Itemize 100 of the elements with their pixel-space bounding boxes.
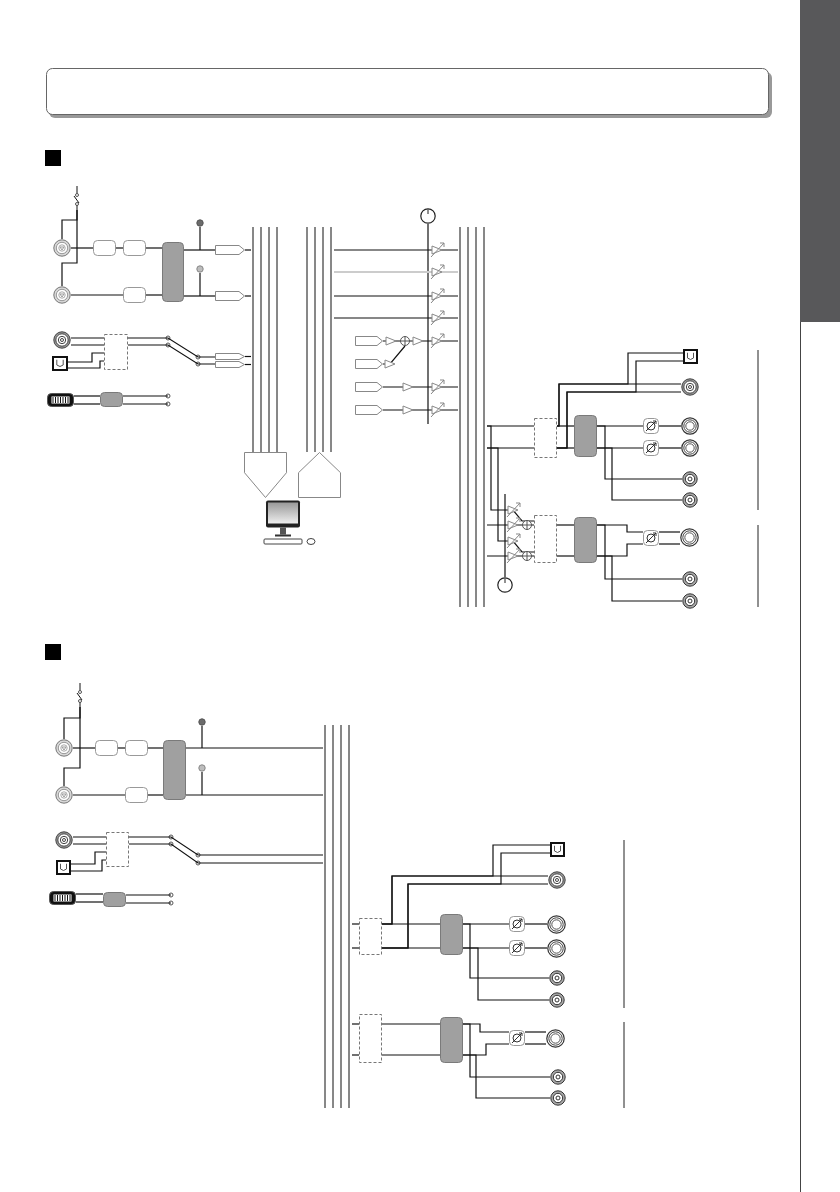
signal-line: [658, 531, 681, 533]
signal-line: [127, 344, 216, 365]
signal-line: [122, 403, 169, 405]
rca-jack: [682, 571, 698, 587]
signal-line: [147, 794, 164, 796]
optical-jack: [52, 356, 68, 371]
processing-block: [163, 740, 186, 800]
rca-jack: [549, 970, 565, 986]
signal-line: [462, 1054, 551, 1099]
signal-line: [244, 295, 252, 297]
processing-block: [440, 1017, 463, 1063]
selector-switch: [106, 832, 129, 867]
xlr-jack: [53, 286, 71, 304]
computer-drawing: [262, 500, 318, 546]
signal-line: [596, 555, 683, 602]
processing-block: [100, 392, 123, 407]
signal-line: [524, 947, 548, 949]
indicator-led: [198, 764, 206, 772]
selector-switch: [104, 334, 128, 370]
signal-line: [115, 247, 124, 249]
process-box: [125, 740, 148, 756]
signal-line: [382, 345, 406, 369]
signal-line: [128, 836, 324, 856]
signal-line: [333, 245, 459, 255]
signal-line: [122, 395, 169, 397]
selector-switch: [359, 1014, 382, 1063]
signal-line: [556, 555, 575, 557]
rca-jack: [550, 1090, 566, 1106]
signal-line: [67, 352, 105, 363]
volume-control: [509, 1030, 525, 1046]
coaxial-jack: [53, 331, 71, 349]
signal-line: [504, 493, 506, 578]
signal-line: [70, 247, 94, 249]
multi-pin-connector: [49, 891, 76, 905]
signal-line: [556, 352, 684, 427]
signal-line: [72, 843, 107, 845]
signal-line: [70, 294, 124, 296]
signal-line: [462, 1023, 551, 1078]
phone-jack: [547, 939, 566, 958]
volume-control: [643, 440, 659, 456]
rca-jack: [550, 1069, 566, 1085]
signal-line: [147, 747, 164, 749]
optical-jack: [550, 842, 565, 857]
indicator-led: [196, 219, 204, 227]
bus-lines: [323, 725, 352, 1108]
signal-line: [145, 294, 163, 296]
signal-line: [333, 267, 459, 277]
signal-line: [127, 337, 216, 358]
volume-control: [509, 940, 525, 956]
signal-line: [596, 447, 683, 501]
process-box: [93, 240, 116, 256]
phone-jack: [680, 528, 699, 547]
rca-jack: [682, 593, 698, 609]
signal-line: [333, 313, 459, 323]
process-box: [125, 787, 148, 803]
optical-jack: [683, 349, 698, 364]
signal-line: [73, 395, 101, 397]
coaxial-jack: [548, 871, 566, 889]
signal-line: [244, 249, 252, 251]
signal-line: [556, 524, 575, 526]
volume-control: [643, 418, 659, 434]
signal-line: [596, 425, 683, 480]
signal-line: [61, 209, 78, 287]
signal-line: [201, 771, 203, 796]
signal-line: [524, 1043, 547, 1045]
signal-line: [524, 923, 548, 925]
signal-tag: [355, 336, 383, 346]
signal-line: [128, 843, 324, 864]
rca-jack: [682, 492, 698, 508]
volume-control: [509, 916, 525, 932]
signal-line: [70, 851, 107, 865]
signal-line: [75, 901, 104, 903]
signal-line: [462, 923, 550, 979]
signal-line: [351, 1054, 360, 1056]
input-port-block: [298, 452, 341, 498]
signal-line: [658, 425, 682, 427]
signal-line: [351, 1023, 360, 1025]
signal-line: [72, 794, 126, 796]
signal-line: [201, 725, 203, 749]
coaxial-jack: [681, 378, 699, 396]
signal-line: [70, 859, 107, 872]
signal-line: [486, 447, 535, 553]
output-port-block: [244, 452, 287, 498]
bus-lines: [458, 227, 487, 607]
signal-line: [381, 1054, 441, 1056]
process-box: [95, 740, 118, 756]
phone-jack: [681, 417, 699, 435]
side-tab: [800, 0, 840, 322]
signal-line: [70, 344, 105, 346]
signal-line: [351, 923, 360, 925]
signal-line: [199, 272, 201, 297]
xlr-jack: [55, 739, 73, 757]
signal-line: [117, 747, 126, 749]
selector-switch: [534, 515, 557, 563]
indicator-led: [198, 718, 206, 726]
signal-line: [73, 403, 101, 405]
signal-tag: [215, 291, 245, 301]
process-box: [123, 240, 146, 256]
selector-switch: [534, 418, 557, 458]
signal-line: [462, 947, 550, 1001]
